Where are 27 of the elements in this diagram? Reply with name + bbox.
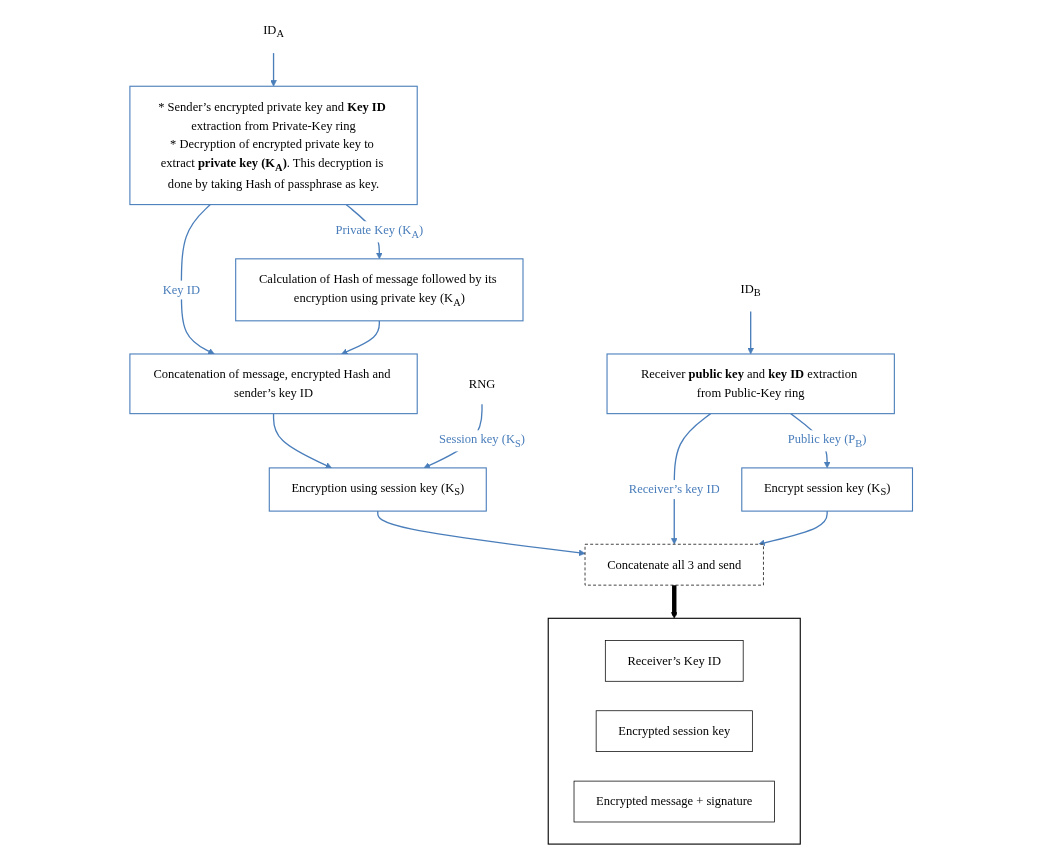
node-box: Receiver’s Key ID [605, 640, 744, 682]
node-box: Calculation of Hash of message followed by its encryption using private key (K$_{A}$) [235, 258, 524, 322]
edge-label: Public key (P$_{B}$) [788, 432, 867, 449]
node-box: Concatenation of message, encrypted Hash and sender’s key ID [129, 353, 419, 415]
arrow [758, 510, 829, 547]
arrow [671, 585, 678, 619]
node-box: Encrypted session key [596, 710, 753, 752]
node-box: Concatenate all 3 and send [584, 543, 765, 586]
node-box: Encrypt session key (K$_{S}$) [741, 467, 914, 512]
node-box: Encrypted message + signature [573, 780, 776, 823]
arrow [377, 510, 586, 557]
edge-label: Private Key (K$_{A}$) [335, 223, 424, 240]
arrow [270, 52, 278, 87]
arrow [747, 310, 755, 355]
edge-label: Session key (K$_{S}$) [439, 432, 526, 449]
edge-label: Receiver’s key ID [629, 482, 720, 497]
node-text: ID$_{A}$ [263, 23, 285, 40]
cluster [547, 617, 802, 845]
node-text: ID$_{B}$ [740, 281, 762, 298]
node-text: RNG [469, 376, 496, 391]
arrow [341, 320, 381, 355]
arrow [181, 203, 215, 355]
edge-label: Key ID [163, 282, 201, 297]
node-box: Encryption using session key (K$_{S}$) [269, 467, 488, 512]
node-box: * Sender’s encrypted private key and Key ID extraction from Private-Key ring * Decryption of encrypted private key to extract private key (K$_{A}$). This decryption is done by taking Hash of passphrase as key. [129, 85, 419, 206]
node-box: Receiver public key and key ID extraction from Public-Key ring [606, 353, 896, 415]
arrow [273, 413, 333, 469]
